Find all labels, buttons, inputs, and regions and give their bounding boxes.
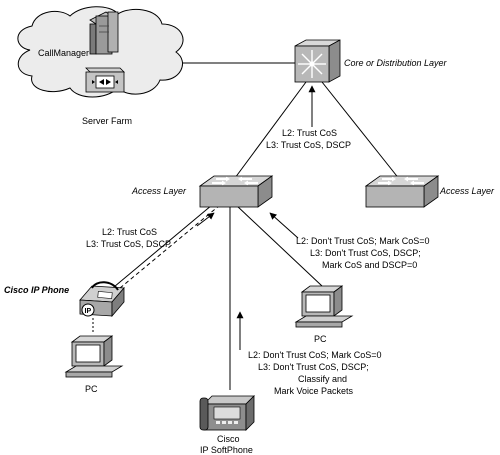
softphone: Cisco IP SoftPhone bbox=[199, 395, 255, 455]
link-core-to-access-right bbox=[321, 81, 401, 181]
access-switch-right: Access Layer bbox=[364, 175, 495, 208]
trust-phone-line2: L3: Trust CoS, DSCP bbox=[86, 239, 171, 249]
arrow-pc bbox=[269, 212, 299, 239]
pc-right: PC bbox=[294, 285, 354, 344]
arrow-phone bbox=[196, 212, 215, 227]
links bbox=[92, 62, 401, 390]
switch-arrows-icon bbox=[212, 176, 258, 186]
link-access-to-pc-right bbox=[235, 204, 323, 287]
access-right-label: Access Layer bbox=[439, 186, 495, 196]
pc-right-label: PC bbox=[314, 334, 327, 344]
softphone-label-line1: Cisco bbox=[217, 434, 240, 444]
arrows bbox=[196, 85, 316, 350]
trust-uplink-line2: L3: Trust CoS, DSCP bbox=[266, 140, 351, 150]
ip-badge-icon bbox=[81, 303, 95, 317]
callmanager-server-icon bbox=[89, 11, 119, 55]
trust-pc-line2: L3: Don't Trust CoS, DSCP; bbox=[310, 248, 421, 258]
server-farm: CallManager Server Farm bbox=[17, 6, 184, 126]
trust-uplink-line1: L2: Trust CoS bbox=[282, 128, 337, 138]
ip-badge-text: IP bbox=[85, 308, 92, 315]
ip-phone: Cisco IP Phone IP bbox=[4, 281, 125, 318]
pc-icon bbox=[294, 285, 354, 328]
access-left-label: Access Layer bbox=[131, 186, 187, 196]
trust-softphone-line2: L3: Don't Trust CoS, DSCP; bbox=[258, 362, 369, 372]
trust-pc-line1: L2: Don't Trust CoS; Mark CoS=0 bbox=[296, 236, 430, 246]
server-farm-switch-icon bbox=[85, 67, 125, 93]
switch-arrows-icon bbox=[378, 176, 424, 186]
pc-left: PC bbox=[64, 335, 124, 394]
server-farm-caption: Server Farm bbox=[82, 116, 132, 126]
trust-softphone-line4: Mark Voice Packets bbox=[274, 386, 354, 396]
softphone-label-line2: IP SoftPhone bbox=[200, 445, 253, 455]
trust-softphone-line3: Classify and bbox=[298, 374, 347, 384]
ip-phone-label: Cisco IP Phone bbox=[4, 285, 69, 295]
trust-uplink-text: L2: Trust CoS L3: Trust CoS, DSCP bbox=[266, 128, 351, 150]
link-ip-phone-to-access-dashed bbox=[107, 204, 221, 299]
softphone-icon bbox=[199, 395, 255, 431]
trust-phone-text: L2: Trust CoS L3: Trust CoS, DSCP bbox=[86, 227, 171, 249]
link-access-to-ip-phone bbox=[101, 204, 213, 298]
trust-softphone-text: L2: Don't Trust CoS; Mark CoS=0 L3: Don'… bbox=[248, 350, 382, 396]
trust-pc-text: L2: Don't Trust CoS; Mark CoS=0 L3: Don'… bbox=[296, 236, 430, 270]
access-switch-left: Access Layer bbox=[131, 175, 274, 208]
link-core-to-access-left bbox=[231, 81, 307, 183]
core-switch: Core or Distribution Layer bbox=[294, 39, 448, 83]
trust-pc-line3: Mark CoS and DSCP=0 bbox=[322, 260, 417, 270]
callmanager-label: CallManager bbox=[38, 48, 89, 58]
core-label: Core or Distribution Layer bbox=[344, 58, 448, 68]
trust-softphone-line1: L2: Don't Trust CoS; Mark CoS=0 bbox=[248, 350, 382, 360]
trust-phone-line1: L2: Trust CoS bbox=[102, 227, 157, 237]
pc-icon bbox=[64, 335, 124, 378]
pc-left-label: PC bbox=[85, 384, 98, 394]
